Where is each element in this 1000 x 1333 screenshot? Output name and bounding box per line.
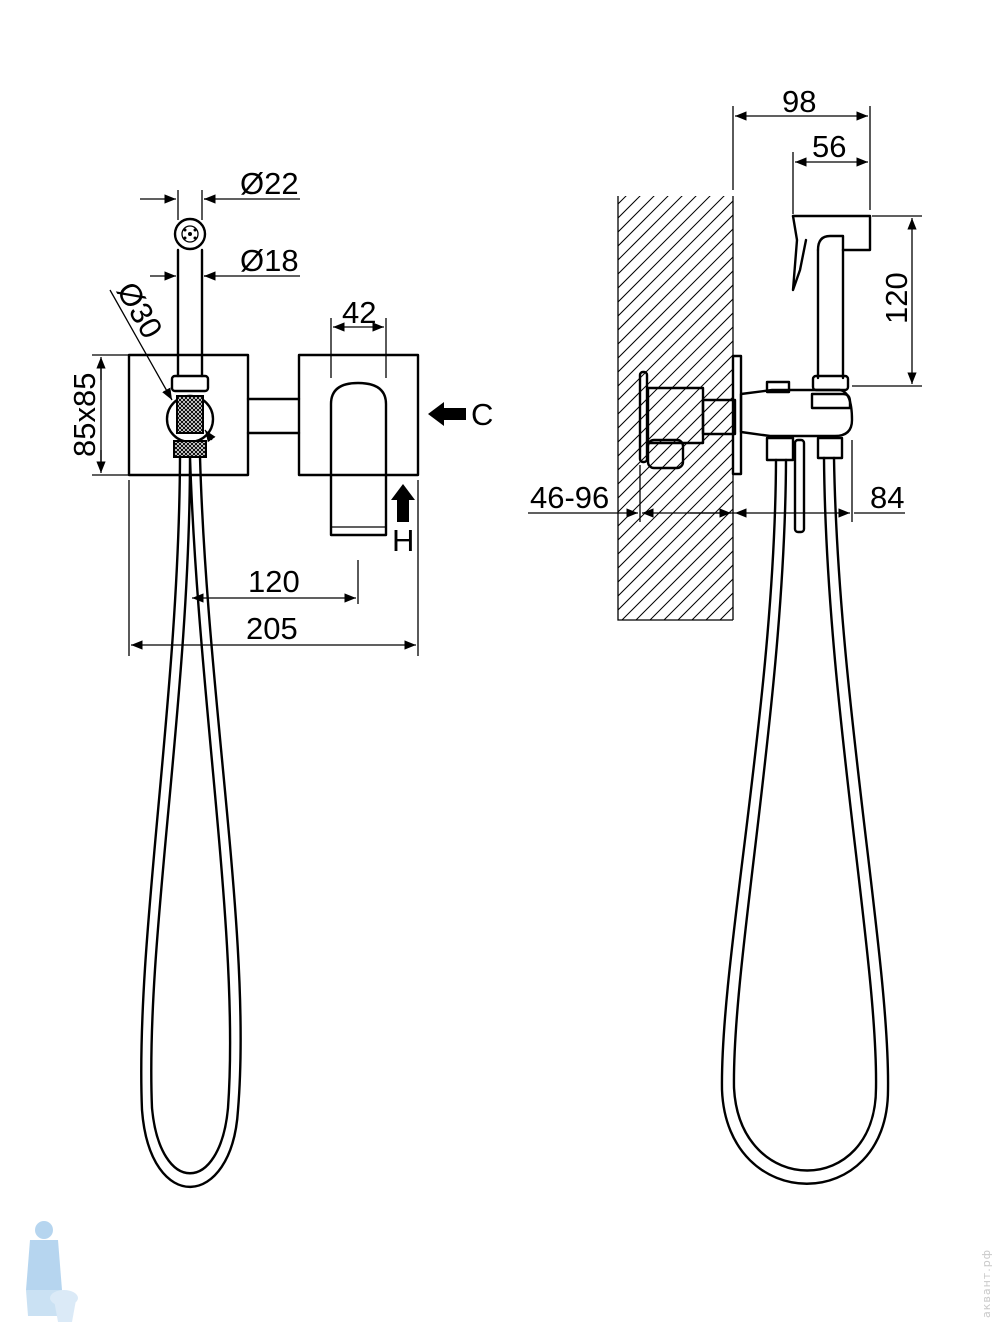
hatch-line [649,536,733,620]
sprayer-head [173,217,207,251]
hot-inlet-arrow [391,484,415,522]
hatch-line [618,196,725,303]
sprayer-side [791,214,872,392]
hatch-line [618,256,733,373]
hatch-line [618,196,669,247]
dim-projection-total [732,106,871,210]
hatch-line [691,578,733,620]
label-hot-inlet: H [392,523,414,558]
plumber-logo-icon [26,1221,78,1322]
label-hose-dia-inner: Ø18 [240,243,299,278]
holder-ring [165,374,215,458]
label-projection-total: 98 [782,84,816,119]
connecting-pipe [246,397,301,435]
watermark-text: аквант.рф [980,1249,993,1318]
wall-hatch [146,190,1000,620]
hatch-line [618,214,733,331]
hatch-line [618,466,733,583]
dim-handle-width [330,318,387,378]
hatch-line [618,410,733,527]
hatch-line [160,190,590,620]
hatch-line [621,508,733,620]
hatch-line [618,242,733,359]
hatch-line [618,354,733,471]
hatch-line [618,326,733,443]
outlet-body [739,380,854,534]
embedded-body [638,370,737,470]
dim-spacing [192,560,359,604]
mixer-lever [329,381,388,537]
holder-plate [127,353,250,477]
hatch-line [790,190,1000,620]
label-hose-offset: 84 [870,480,904,515]
hatch-line [618,382,733,499]
hatch-line [618,196,697,275]
dim-overall-width [128,480,419,656]
dim-plate-size [92,354,129,476]
hatch-line [618,424,733,541]
cold-inlet-arrow [428,402,466,426]
label-cold-inlet: C [471,397,493,432]
dim-holder-dia [109,289,216,443]
hatch-line [635,522,733,620]
hatch-line [618,298,733,415]
hatch-line [804,190,1000,620]
hatch-line [618,368,733,485]
label-plate-size: 85x85 [67,373,102,457]
hatch-line [146,190,576,620]
hatch-line [618,480,733,597]
hatch-line [618,396,733,513]
label-handle-width: 42 [342,295,376,330]
hatch-line [618,494,733,611]
dim-head-height [852,215,922,387]
label-spacing: 120 [248,564,300,599]
hatch-line [719,606,733,620]
label-wall-depth: 46-96 [530,480,609,515]
hatch-line [748,190,1000,620]
dim-wall-depth [528,465,735,522]
hatch-line [618,270,733,387]
label-hose-dia-outer: Ø22 [240,166,299,201]
side-view: 98 56 120 46-96 [146,84,1000,1185]
label-projection-head: 56 [812,129,846,164]
dim-projection-head [792,152,868,214]
dim-hose-offset [735,440,905,522]
sprayer-handle [176,248,204,378]
hatch-line [618,284,733,401]
hatch-line [618,196,711,289]
label-overall-width: 205 [246,611,298,646]
hose-side [720,456,890,1185]
hatch-line [705,592,733,620]
hatch-line [776,190,1000,620]
mixer-plate [297,353,420,477]
dim-hose-dia-outer [140,190,300,220]
hatch-line [618,438,733,555]
label-holder-dia: Ø30 [110,276,170,344]
hatch-line [618,340,733,457]
front-view: Ø22 Ø18 Ø30 85x85 [67,166,493,1188]
label-head-height: 120 [879,272,914,324]
hatch-line [174,190,604,620]
hatch-line [618,200,733,317]
hatch-line [618,452,733,569]
hatch-line [618,228,733,345]
hose [140,455,242,1188]
hatch-line [762,190,1000,620]
